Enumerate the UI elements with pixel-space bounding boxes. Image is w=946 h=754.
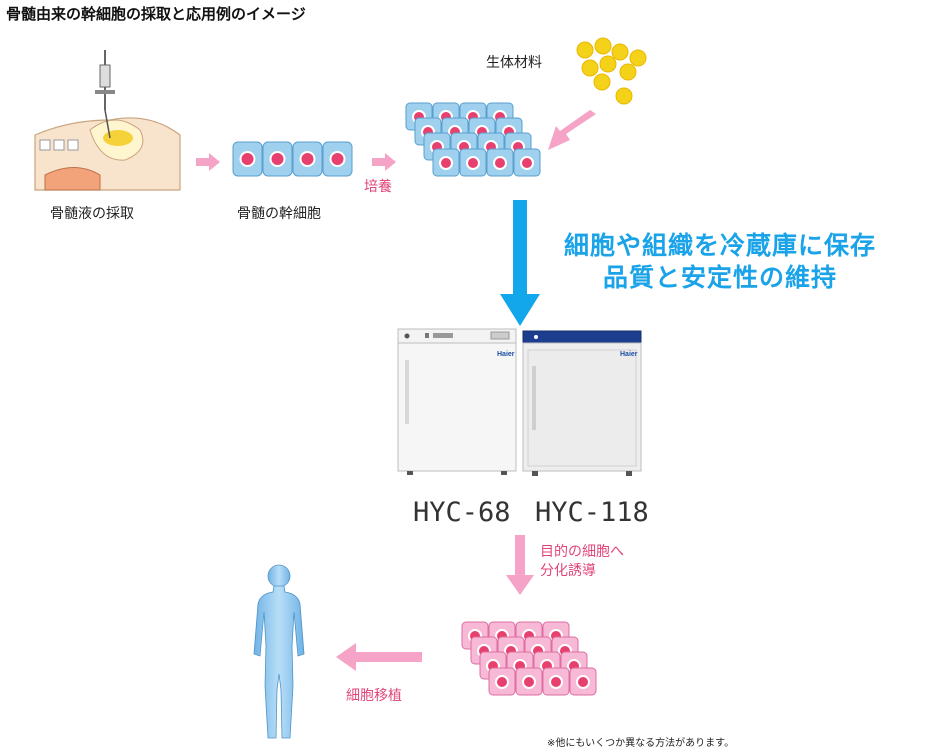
label-differentiation-line1: 目的の細胞へ <box>540 544 624 560</box>
cultured-cells-stack <box>405 102 541 177</box>
arrow-left-icon <box>336 643 422 671</box>
label-biomaterial: 生体材料 <box>486 55 542 71</box>
refrigerator-hyc-118: Haier <box>522 330 642 476</box>
arrow-right-icon <box>372 153 396 171</box>
arrow-down-icon <box>506 535 534 595</box>
differentiated-cells-stack <box>461 621 597 696</box>
label-bone-marrow-collection: 骨髄液の採取 <box>50 206 134 222</box>
storage-caption-line1: 細胞や組織を冷蔵庫に保存 <box>563 231 876 260</box>
human-body-icon <box>253 564 305 739</box>
arrow-right-icon <box>196 153 220 171</box>
diagram-title: 骨髄由来の幹細胞の採取と応用例のイメージ <box>6 5 306 23</box>
footnote: ※他にもいくつか異なる方法があります。 <box>547 738 735 749</box>
storage-caption-line2: 品質と安定性の維持 <box>602 263 837 292</box>
stem-cells-row <box>232 140 353 180</box>
label-stem-cells: 骨髄の幹細胞 <box>237 206 321 222</box>
model-label-hyc-118: HYC-118 <box>535 497 649 528</box>
model-label-hyc-68: HYC-68 <box>413 497 511 528</box>
refrigerator-hyc-68: Haier <box>397 328 517 475</box>
arrow-diagonal-icon <box>548 110 596 150</box>
label-differentiation-line2: 分化誘導 <box>540 563 596 579</box>
bone-marrow-collection-illustration <box>34 50 181 191</box>
label-transplant: 細胞移植 <box>346 688 402 704</box>
biomaterial-particles <box>576 37 647 105</box>
svg-text:Haier: Haier <box>497 351 515 358</box>
svg-text:Haier: Haier <box>620 351 638 358</box>
arrow-down-large-icon <box>500 200 540 326</box>
label-culture: 培養 <box>364 179 392 195</box>
